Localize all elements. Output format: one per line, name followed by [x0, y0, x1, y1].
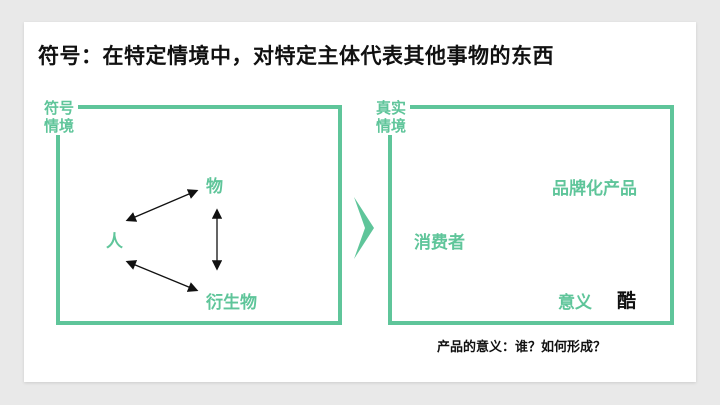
symbol-context-panel [56, 105, 342, 325]
node-brand-product: 品牌化产品 [552, 179, 637, 199]
arrow-person-derivative [125, 260, 199, 292]
symbol-context-label-text: 符号 情境 [43, 99, 74, 135]
node-object: 物 [206, 177, 223, 197]
node-cool: 酷 [617, 290, 637, 312]
transition-arrow-icon [354, 197, 374, 259]
node-person: 人 [106, 232, 123, 252]
node-derivative: 衍生物 [206, 293, 257, 313]
real-context-panel [388, 105, 674, 325]
arrow-person-object [125, 189, 199, 222]
node-consumer: 消费者 [414, 233, 465, 253]
slide-title: 符号：在特定情境中，对特定主体代表其他事物的东西 [38, 44, 554, 68]
symbol-context-label: 符号 情境 [40, 99, 78, 135]
question-note: 产品的意义：谁？如何形成？ [437, 340, 607, 355]
node-meaning: 意义 [558, 293, 592, 313]
real-context-label: 真实 情境 [372, 99, 410, 135]
real-context-label-text: 真实 情境 [375, 99, 406, 135]
